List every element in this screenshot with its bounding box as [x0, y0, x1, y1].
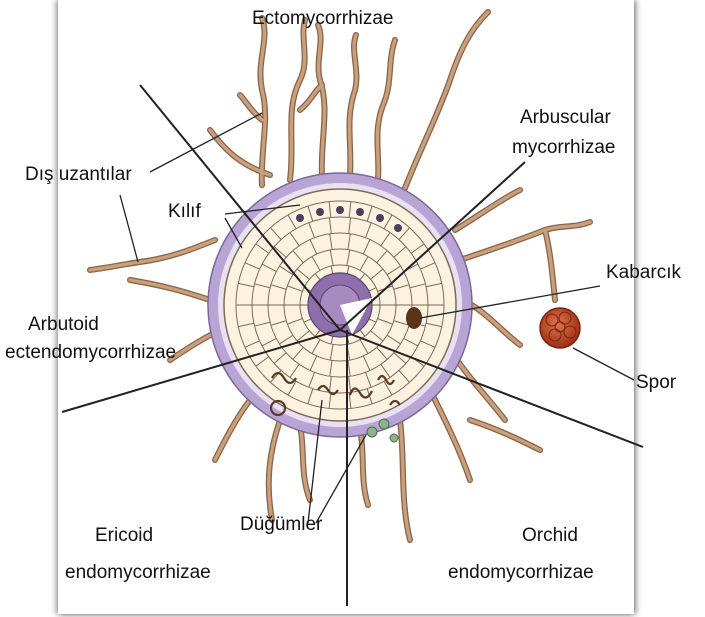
label-arbuscular-line2: mycorrhizae [512, 135, 615, 161]
label-orchid-line2: endomycorrhizae [448, 560, 594, 586]
spore [540, 308, 580, 348]
label-orchid-line1: Orchid [522, 523, 578, 549]
label-dis-uzantilar: Dış uzantılar [25, 162, 132, 188]
label-arbuscular-line1: Arbuscular [520, 105, 611, 131]
label-ericoid-line2: endomycorrhizae [65, 560, 211, 586]
label-dugumler: Düğümler [240, 512, 322, 538]
vesicle [406, 307, 422, 329]
label-kilif: Kılıf [168, 199, 201, 225]
label-arbutoid-line1: Arbutoid [28, 312, 99, 338]
label-spor: Spor [636, 370, 676, 396]
label-arbutoid-line2: ectendomycorrhizae [5, 340, 176, 366]
label-kabarcik: Kabarcık [606, 260, 681, 286]
label-ericoid-line1: Ericoid [95, 523, 153, 549]
label-ectomycorrhizae: Ectomycorrhizae [252, 6, 394, 32]
